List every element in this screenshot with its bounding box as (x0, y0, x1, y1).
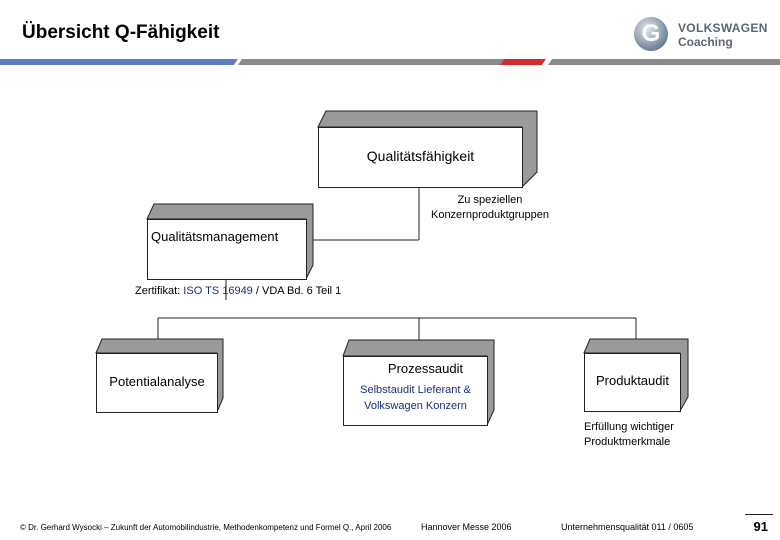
stripe-blue-segment (0, 59, 238, 65)
top-note-line2: Konzernproduktgruppen (430, 209, 550, 221)
logo-glyph: G (641, 20, 661, 47)
page-number: 91 (753, 519, 768, 534)
stripe-gray-segment (238, 59, 504, 65)
footer-copyright: © Dr. Gerhard Wysocki – Zukunft der Auto… (20, 523, 392, 532)
logo-subbrand-text: Coaching (678, 35, 733, 49)
stripe-gray-segment-2 (548, 59, 780, 65)
stripe-gap-segment-2 (542, 59, 552, 65)
certificate-suffix: / VDA Bd. 6 Teil 1 (252, 285, 342, 297)
box-produktaudit-label: Produktaudit (596, 373, 669, 388)
footer-doc: Unternehmensqualität 011 / 0605 (561, 522, 694, 532)
box-prozessaudit (343, 356, 488, 426)
stripe-red-segment (500, 59, 546, 65)
process-sub-line2: Volkswagen Konzern (364, 400, 467, 412)
stripe-gap-segment (234, 59, 242, 65)
box-qualitaetsmanagement-label: Qualitätsmanagement (151, 229, 279, 244)
box-potentialanalyse (96, 353, 218, 413)
certificate-prefix: Zertifikat: (135, 285, 184, 297)
footer-event: Hannover Messe 2006 (421, 522, 512, 532)
box-qualitaetsfaehigkeit-label: Qualitätsfähigkeit (366, 148, 475, 164)
certificate-standard: ISO TS 16949 (183, 285, 253, 297)
logo-brand-text: VOLKSWAGEN (678, 21, 768, 35)
product-note-line2: Produktmerkmale (584, 436, 671, 448)
page-number-rule (745, 514, 773, 515)
box-qualitaetsmanagement (147, 219, 307, 280)
page-title: Übersicht Q-Fähigkeit (22, 22, 220, 43)
box-prozessaudit-label: Prozessaudit (387, 361, 464, 376)
vw-coaching-logo-icon (634, 17, 668, 51)
box-produktaudit (584, 353, 681, 412)
header-stripe (0, 59, 780, 65)
box-potentialanalyse-label: Potentialanalyse (109, 374, 205, 389)
product-note-line1: Erfüllung wichtiger (584, 421, 674, 433)
box-qualitaetsfaehigkeit (318, 127, 523, 188)
top-note-line1: Zu speziellen (457, 194, 523, 206)
certificate-note: Zertifikat: ISO TS 16949 / VDA Bd. 6 Tei… (135, 284, 341, 299)
process-sub-line1: Selbstaudit Lieferant & (360, 384, 471, 396)
